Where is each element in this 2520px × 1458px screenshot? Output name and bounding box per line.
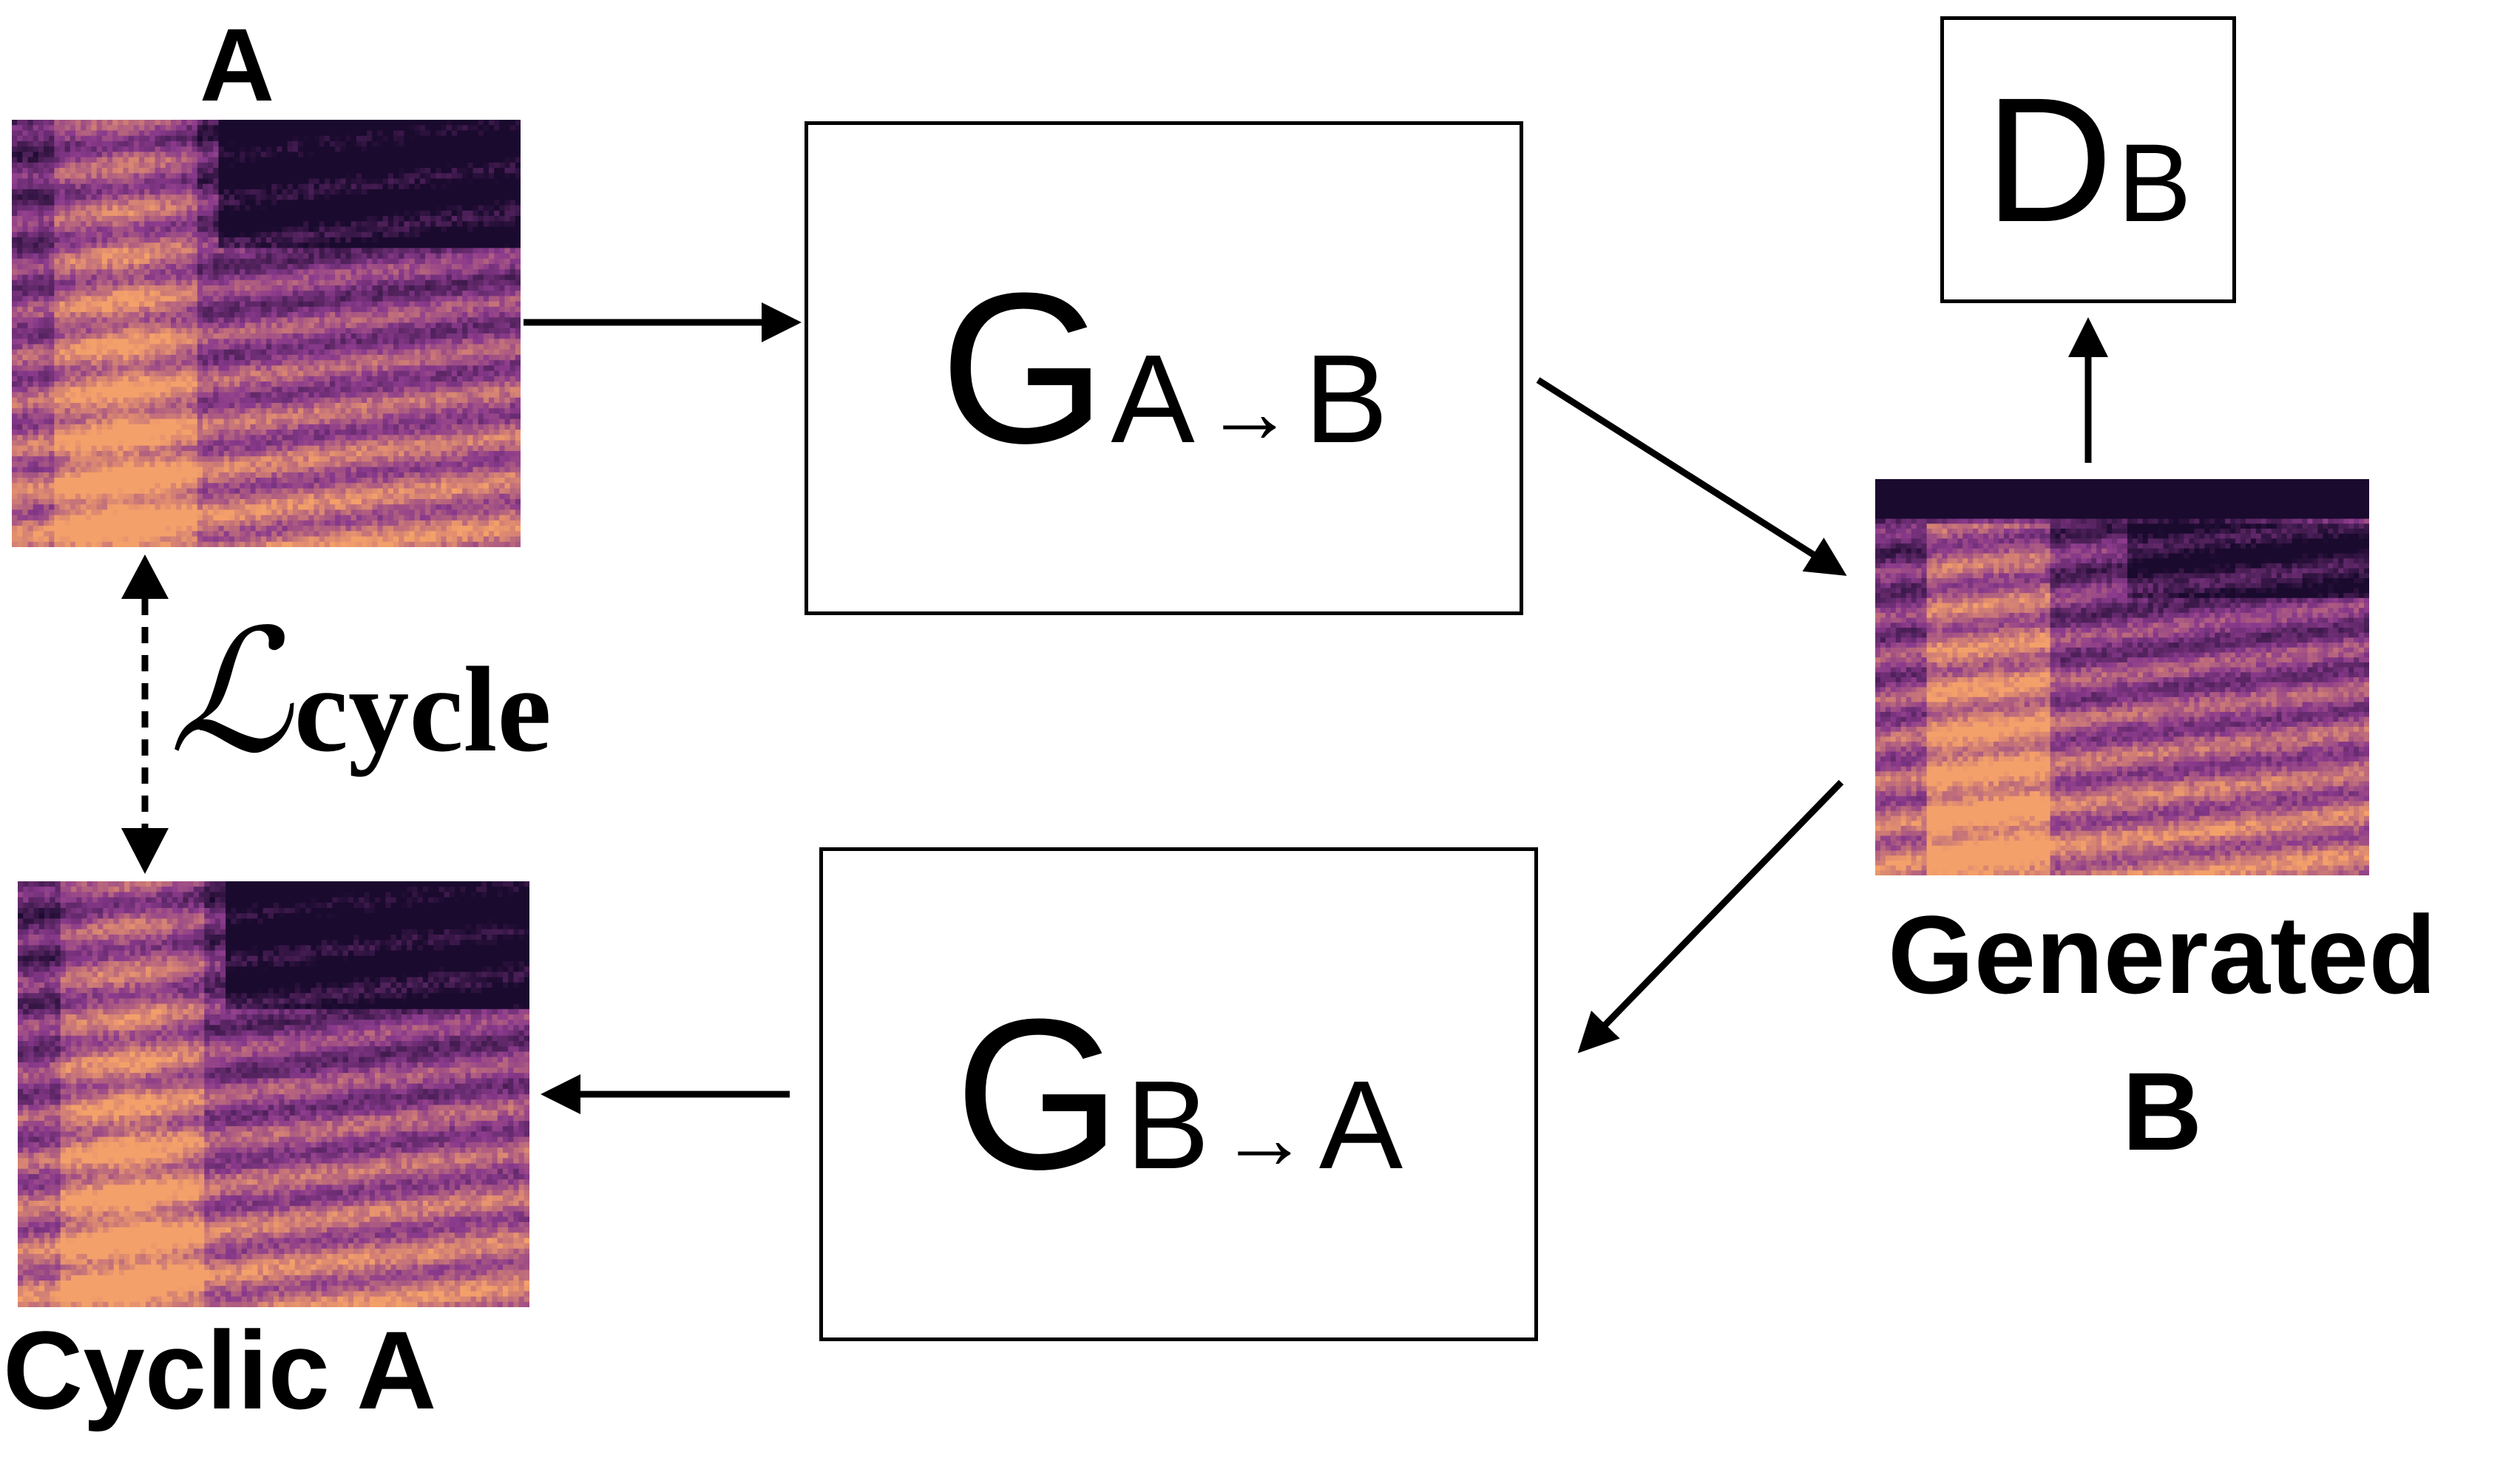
discriminator-b-subscript: B [2118,127,2192,238]
generator-b-to-a-from: B [1125,1062,1209,1188]
label-generated-b-line1: Generated [1809,899,2516,1010]
cycle-loss-symbol: ℒ [169,608,291,778]
cycle-loss-arrowhead-up [121,555,169,599]
generator-b-to-a-letter: G [955,987,1122,1201]
label-a: A [200,13,274,117]
generator-a-to-b-subscript: A → B [1111,336,1388,462]
generator-b-to-a-label: G B → A [955,987,1403,1201]
cycle-loss-label: ℒ cycle [169,608,552,778]
spectrogram-generated-b [1875,479,2369,875]
label-generated-b-line2: B [1809,1056,2516,1167]
cycle-loss-arrowhead-down [121,828,169,874]
discriminator-b-label: D B [1985,71,2191,248]
generator-a-to-b-label: G A → B [940,261,1388,475]
discriminator-b-box: D B [1940,16,2236,303]
generator-b-to-a-arrow-icon: → [1220,1094,1309,1182]
arrow-generated-b-to-gba [1577,779,1844,1054]
generator-a-to-b-to: B [1304,336,1388,462]
generator-b-to-a-subscript: B → A [1125,1062,1403,1188]
arrow-gab-to-generated-b [1536,377,1847,576]
generator-b-to-a-box: G B → A [819,847,1538,1341]
spectrogram-a [12,120,521,547]
label-cyclic-a: Cyclic A [3,1315,436,1425]
generator-a-to-b-box: G A → B [805,121,1523,615]
generator-a-to-b-from: A [1111,336,1194,462]
discriminator-b-letter: D [1985,71,2113,248]
cycle-loss-subscript: cycle [294,648,552,770]
generator-a-to-b-arrow-icon: → [1205,367,1294,456]
spectrogram-cyclic-a [18,881,529,1307]
generator-b-to-a-to: A [1319,1062,1403,1188]
generator-a-to-b-letter: G [940,261,1107,475]
